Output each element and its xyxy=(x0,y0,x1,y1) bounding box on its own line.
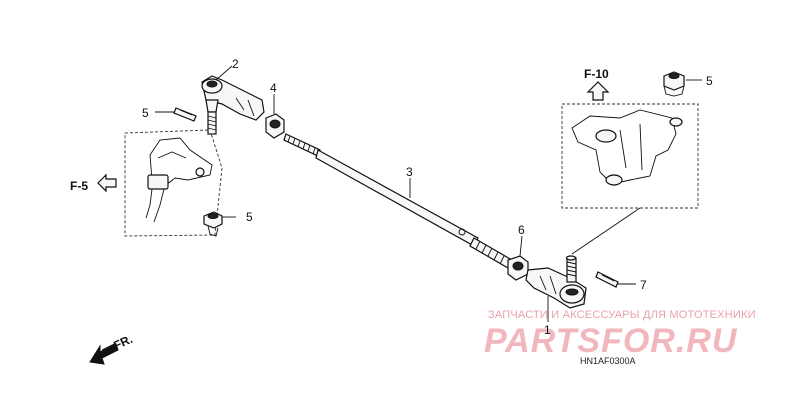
f10-arrow-icon xyxy=(586,81,610,101)
nut-4: 4 xyxy=(265,81,285,139)
callout-5-left: 5 xyxy=(246,210,253,224)
f5-label: F-5 xyxy=(70,179,88,193)
callout-5-right: 5 xyxy=(706,74,713,88)
watermark: ЗАПЧАСТИ И АКСЕССУАРЫ ДЛЯ МОТОТЕХНИКИ PA… xyxy=(484,309,756,360)
callout-3: 3 xyxy=(406,165,413,179)
cotter-pin-right: 7 xyxy=(595,271,647,292)
cotter-pin-left: 5 xyxy=(142,106,197,122)
f10-reference: F-10 xyxy=(584,67,610,101)
watermark-tagline: ЗАПЧАСТИ И АКСЕССУАРЫ ДЛЯ МОТОТЕХНИКИ xyxy=(488,309,756,321)
drawing-code: HN1AF0300A xyxy=(580,356,636,366)
callout-7-right: 7 xyxy=(640,278,647,292)
tie-rod-end-left: 2 xyxy=(201,57,265,135)
nut-6: 6 xyxy=(507,223,529,281)
detail-box-right xyxy=(561,103,699,255)
f5-reference: F-5 xyxy=(70,173,117,193)
detail-box-left xyxy=(124,129,223,237)
f5-arrow-icon xyxy=(97,173,117,193)
callout-1: 1 xyxy=(544,323,551,337)
nut-5-left: 5 xyxy=(203,210,253,237)
front-label: FR. xyxy=(111,332,134,353)
tie-rod: 3 xyxy=(283,133,513,269)
front-arrow-icon xyxy=(89,343,119,365)
watermark-logo: PARTSFOR.RU xyxy=(484,322,738,360)
front-direction: FR. xyxy=(89,332,135,365)
nut-5-right: 5 xyxy=(663,71,713,97)
callout-6: 6 xyxy=(518,223,525,237)
f10-label: F-10 xyxy=(584,67,609,81)
callout-7-left: 5 xyxy=(142,106,149,120)
callout-2: 2 xyxy=(232,57,239,71)
callout-4: 4 xyxy=(270,81,277,95)
tie-rod-end-right: 1 xyxy=(525,255,587,337)
